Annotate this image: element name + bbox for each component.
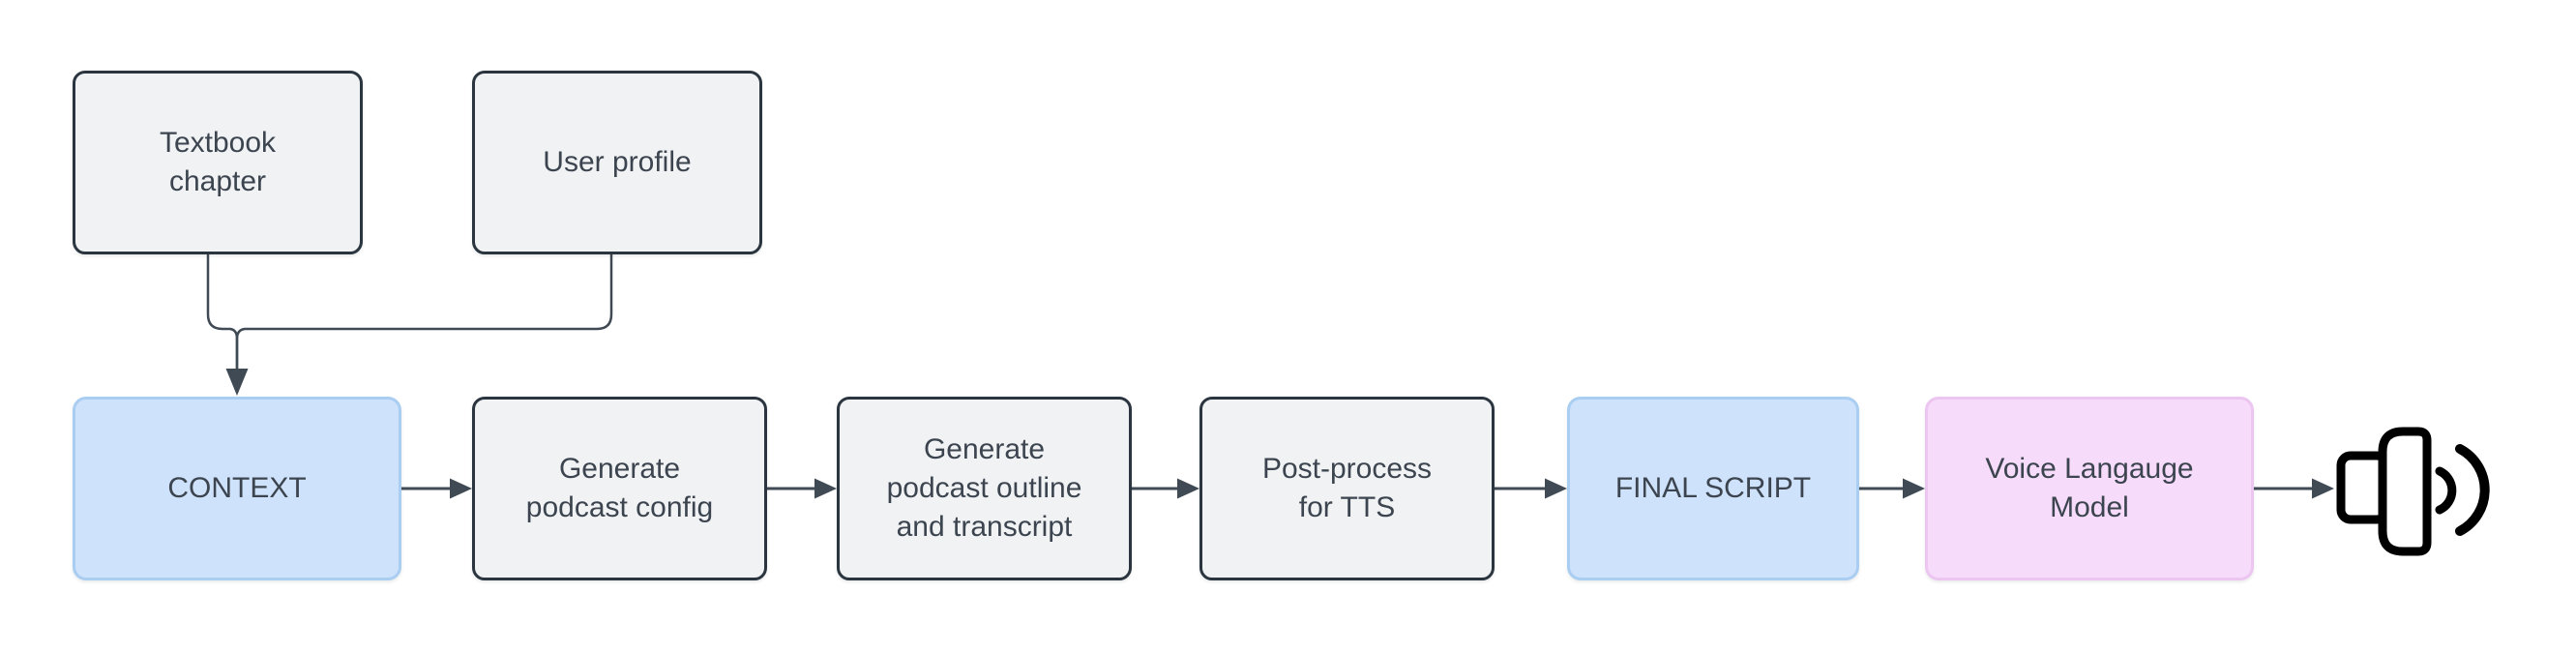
speaker-icon xyxy=(2336,427,2490,556)
arrowhead-finalscript xyxy=(1545,478,1567,499)
node-user-profile: User profile xyxy=(472,71,762,254)
arrowhead-into-context xyxy=(225,369,249,396)
speaker-wave-large xyxy=(2455,444,2490,536)
connector-userprofile-to-context xyxy=(235,254,613,369)
node-final-script: FINAL SCRIPT xyxy=(1567,397,1859,580)
arrowhead-genoutline xyxy=(814,478,837,499)
node-context: CONTEXT xyxy=(73,397,401,580)
node-generate-podcast-outline: Generate podcast outline and transcript xyxy=(837,397,1132,580)
speaker-wave-small xyxy=(2435,466,2457,515)
node-textbook-chapter: Textbook chapter xyxy=(73,71,363,254)
connector-textbook-to-context xyxy=(206,254,239,369)
arrowhead-postprocess xyxy=(1177,478,1199,499)
node-voice-language-model: Voice Langauge Model xyxy=(1925,397,2254,580)
arrowhead-speaker xyxy=(2312,478,2334,499)
arrowhead-voicemodel xyxy=(1903,478,1925,499)
node-generate-podcast-config: Generate podcast config xyxy=(472,397,767,580)
node-post-process-tts: Post-process for TTS xyxy=(1199,397,1495,580)
arrowhead-genconfig xyxy=(450,478,472,499)
speaker-horn xyxy=(2378,427,2432,556)
